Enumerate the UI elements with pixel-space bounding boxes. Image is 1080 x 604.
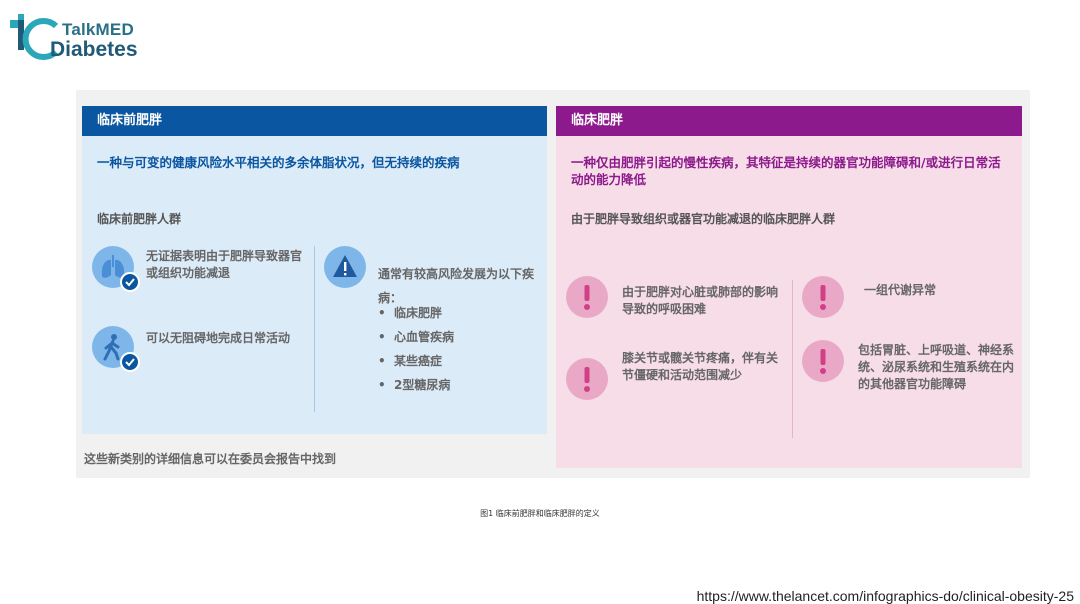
clinical-item-text: 膝关节或髋关节疼痛，伴有关节僵硬和活动范围减少: [622, 351, 779, 382]
clinical-obesity-column: 临床肥胖 一种仅由肥胖引起的慢性疾病，其特征是持续的器官功能障碍和/或进行日常活…: [556, 106, 1022, 468]
column-divider: [314, 246, 315, 412]
clinical-obesity-body: 一种仅由肥胖引起的慢性疾病，其特征是持续的器官功能障碍和/或进行日常活动的能力降…: [556, 136, 1022, 468]
warning-icon: [324, 246, 366, 288]
check-badge-icon: [120, 272, 140, 292]
list-item: 临床肥胖: [378, 301, 454, 325]
column-divider: [792, 280, 793, 438]
preclinical-item-text: 无证据表明由于肥胖导致器官或组织功能减退: [146, 249, 303, 280]
logo-text-talkmed: TalkMED: [62, 20, 134, 39]
preclinical-obesity-column: 临床前肥胖 一种与可变的健康风险水平相关的多余体脂状况，但无持续的疾病 临床前肥…: [82, 106, 547, 468]
list-item: 2型糖尿病: [378, 373, 454, 397]
clinical-item-text: 包括胃脏、上呼吸道、神经系统、泌尿系统和生殖系统在内的其他器官功能障碍: [858, 343, 1015, 391]
lungs-icon: [92, 246, 140, 292]
clinical-item-text: 一组代谢异常: [864, 283, 937, 297]
clinical-subheading: 由于肥胖导致组织或器官功能减退的临床肥胖人群: [571, 212, 836, 226]
exclamation-icon: [802, 340, 844, 382]
source-url: https://www.thelancet.com/infographics-d…: [696, 588, 1074, 604]
clinical-obesity-header: 临床肥胖: [556, 106, 1022, 136]
clinical-item-text: 由于肥胖对心脏或肺部的影响导致的呼吸困难: [622, 285, 779, 316]
preclinical-definition: 一种与可变的健康风险水平相关的多余体脂状况，但无持续的疾病: [97, 155, 460, 170]
infographic-panel: 临床前肥胖 一种与可变的健康风险水平相关的多余体脂状况，但无持续的疾病 临床前肥…: [76, 90, 1030, 478]
check-badge-icon: [120, 352, 140, 372]
preclinical-obesity-body: 一种与可变的健康风险水平相关的多余体脂状况，但无持续的疾病 临床前肥胖人群 无证…: [82, 136, 547, 434]
list-item: 心血管疾病: [378, 325, 454, 349]
list-item: 某些癌症: [378, 349, 454, 373]
exclamation-icon: [566, 358, 608, 400]
figure-caption: 图1 临床前肥胖和临床肥胖的定义: [480, 509, 600, 518]
preclinical-obesity-header: 临床前肥胖: [82, 106, 547, 136]
report-footnote: 这些新类别的详细信息可以在委员会报告中找到: [84, 452, 337, 466]
preclinical-subheading: 临床前肥胖人群: [97, 212, 182, 226]
risk-disease-list: 临床肥胖 心血管疾病 某些癌症 2型糖尿病: [378, 301, 454, 397]
walking-person-icon: [92, 326, 140, 372]
logo-mark-icon: [10, 14, 59, 60]
logo-text-diabetes: Diabetes: [50, 38, 138, 61]
exclamation-icon: [802, 276, 844, 318]
exclamation-icon: [566, 276, 608, 318]
preclinical-item-text: 可以无阻碍地完成日常活动: [146, 331, 291, 345]
talkmed-logo: [8, 12, 148, 62]
clinical-definition: 一种仅由肥胖引起的慢性疾病，其特征是持续的器官功能障碍和/或进行日常活动的能力降…: [571, 155, 1001, 187]
